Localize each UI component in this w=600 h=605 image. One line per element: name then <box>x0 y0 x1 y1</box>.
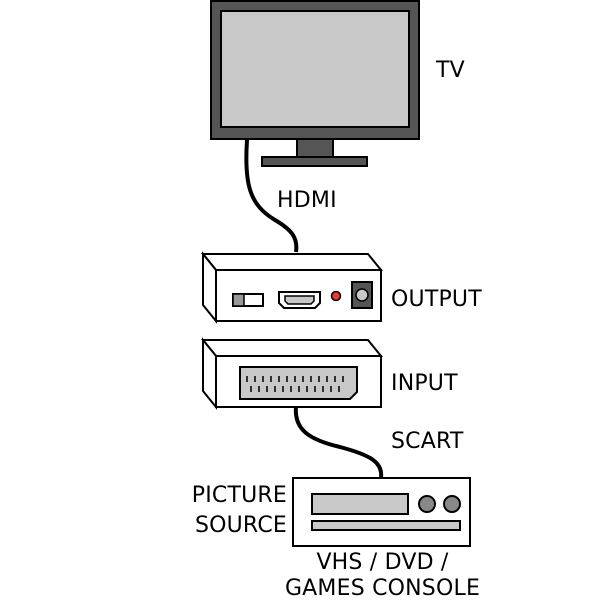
picture-source-label-line1: PICTURE <box>191 483 287 508</box>
tv-screen <box>220 10 410 128</box>
converter-input-box <box>200 337 384 410</box>
device-slot <box>311 493 409 515</box>
tv-label: TV <box>436 58 465 83</box>
device-label-line2: GAMES CONSOLE <box>284 576 481 601</box>
tv-icon <box>210 0 420 167</box>
hdmi-port-inner <box>284 295 315 305</box>
tv-stand-neck <box>296 138 334 158</box>
device-button-2 <box>443 495 461 513</box>
converter-output-box <box>200 251 384 324</box>
output-label: OUTPUT <box>391 287 482 312</box>
power-jack-hole <box>355 288 369 302</box>
input-box-top <box>200 339 384 357</box>
device-button-1 <box>418 495 436 513</box>
output-box-top <box>200 253 384 271</box>
device-tray <box>311 520 461 531</box>
power-switch-knob <box>232 293 245 307</box>
input-label: INPUT <box>391 371 458 396</box>
scart-label: SCART <box>391 429 464 454</box>
tv-stand-base <box>261 156 368 167</box>
picture-source-device <box>292 477 471 547</box>
hdmi-label: HDMI <box>277 188 337 213</box>
hdmi-cable <box>244 139 299 253</box>
status-led-icon <box>330 290 342 302</box>
scart-cable <box>293 406 384 479</box>
scart-pins <box>246 376 344 392</box>
scart-port-icon <box>239 366 358 400</box>
device-label-line1: VHS / DVD / <box>316 550 449 575</box>
picture-source-label-line2: SOURCE <box>194 513 287 538</box>
